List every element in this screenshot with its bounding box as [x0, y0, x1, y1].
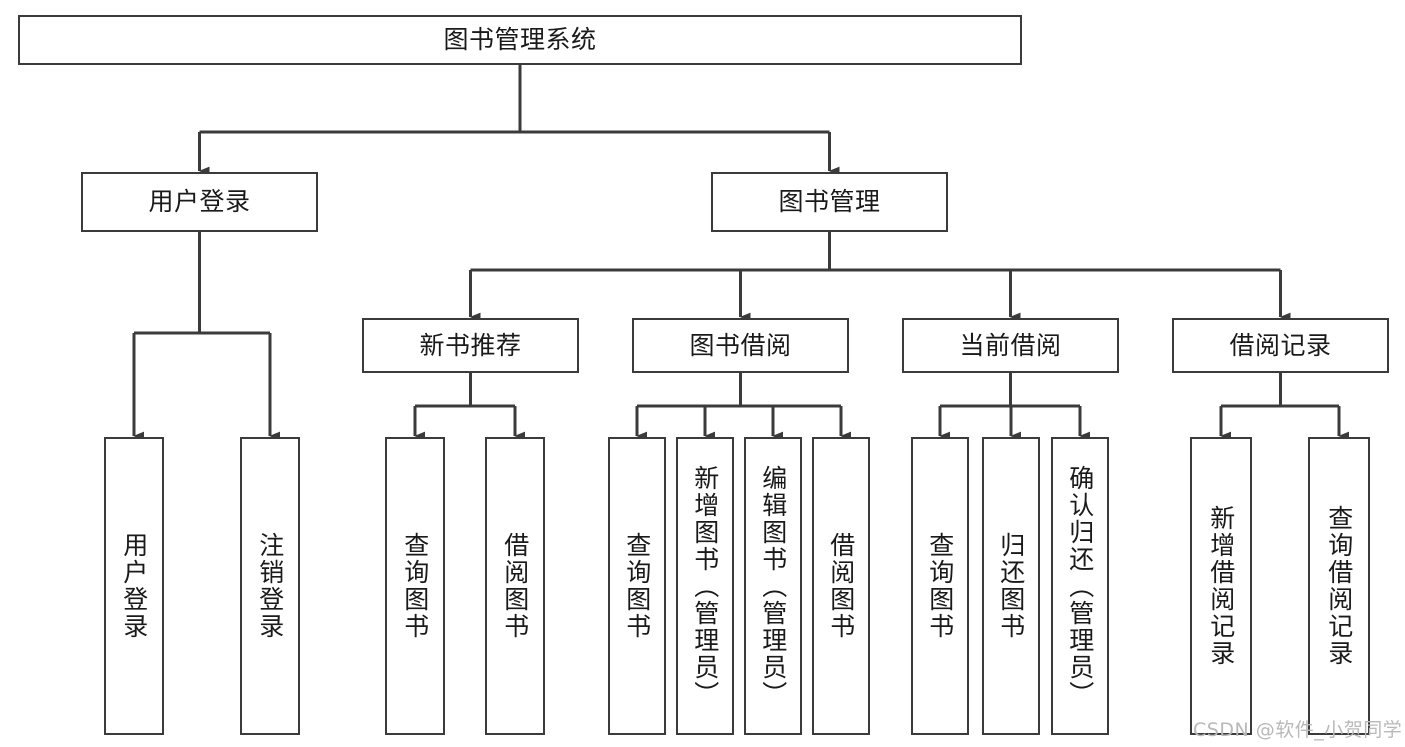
node-leaf-user-logout: 注销登录	[240, 437, 300, 735]
node-leaf-bb-add: 新增图书（管理员）	[676, 437, 734, 735]
node-label: 用户登录	[119, 532, 149, 640]
node-label: 图书管理系统	[443, 25, 597, 55]
node-leaf-cb-query: 查询图书	[911, 437, 969, 735]
node-label: 图书管理	[778, 187, 881, 217]
node-leaf-bb-edit: 编辑图书（管理员）	[744, 437, 802, 735]
node-leaf-bb-borrow: 借阅图书	[812, 437, 870, 735]
node-leaf-user-login: 用户登录	[104, 437, 164, 735]
node-label: 新增借阅记录	[1206, 505, 1236, 667]
node-leaf-br-add: 新增借阅记录	[1190, 437, 1252, 735]
node-label: 查询图书	[925, 532, 955, 640]
node-label: 新增图书（管理员）	[690, 464, 720, 708]
node-borrow-record: 借阅记录	[1172, 318, 1389, 373]
node-label: 查询借阅记录	[1324, 505, 1354, 667]
node-label: 查询图书	[622, 532, 652, 640]
node-user-login: 用户登录	[81, 172, 318, 232]
node-label: 借阅图书	[826, 532, 856, 640]
node-label: 当前借阅	[959, 330, 1062, 360]
node-label: 用户登录	[148, 187, 251, 217]
node-label: 借阅记录	[1229, 330, 1332, 360]
node-leaf-br-query: 查询借阅记录	[1308, 437, 1370, 735]
node-leaf-rec-query: 查询图书	[385, 437, 445, 735]
node-new-book-rec: 新书推荐	[362, 318, 579, 373]
node-label: 确认归还（管理员）	[1065, 464, 1095, 708]
node-leaf-cb-return: 归还图书	[982, 437, 1040, 735]
node-book-borrow: 图书借阅	[632, 318, 849, 373]
node-leaf-bb-query: 查询图书	[608, 437, 666, 735]
node-label: 新书推荐	[419, 330, 522, 360]
node-book-manage: 图书管理	[711, 172, 948, 232]
node-current-borrow: 当前借阅	[902, 318, 1119, 373]
csdn-watermark: CSDN @软件_小贺同学	[1193, 719, 1403, 741]
node-label: 图书借阅	[689, 330, 792, 360]
node-label: 查询图书	[400, 532, 430, 640]
node-leaf-rec-borrow: 借阅图书	[485, 437, 545, 735]
node-label: 借阅图书	[500, 532, 530, 640]
node-root: 图书管理系统	[18, 15, 1022, 65]
node-label: 编辑图书（管理员）	[758, 464, 788, 708]
node-label: 归还图书	[996, 532, 1026, 640]
node-leaf-cb-confirm: 确认归还（管理员）	[1051, 437, 1109, 735]
node-label: 注销登录	[255, 532, 285, 640]
